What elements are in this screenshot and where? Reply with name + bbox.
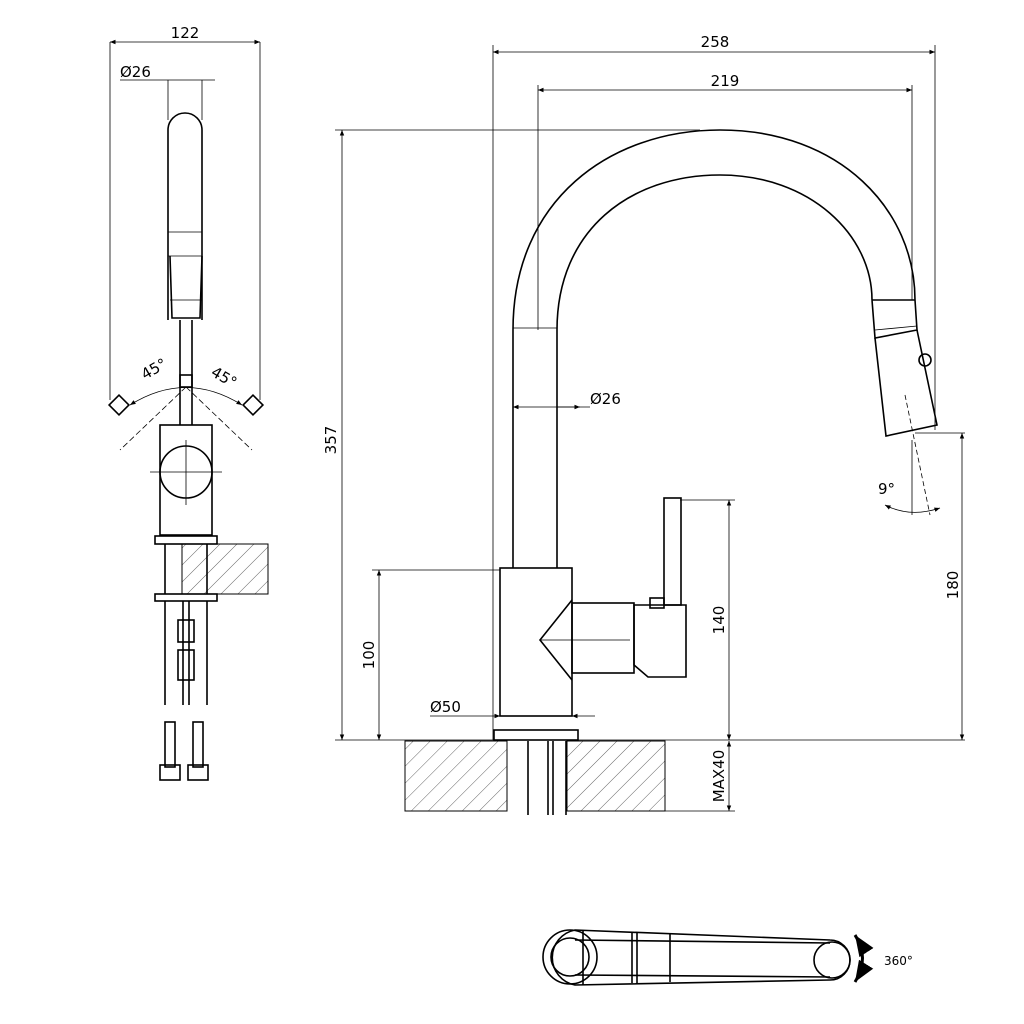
side-width-label: 122 [171, 24, 200, 42]
top-view: 360° [542, 929, 913, 986]
max-deck-label: MAX40 [710, 750, 728, 803]
side-diameter-label: Ø26 [120, 63, 151, 81]
height-label: 357 [322, 426, 340, 455]
spout-reach-label: 219 [711, 72, 740, 90]
spray-angle-label: 9° [878, 480, 895, 498]
base-diameter-label: Ø50 [430, 698, 461, 716]
side-angle-left-label: 45° [138, 355, 170, 384]
spout-clearance-label: 180 [944, 571, 962, 600]
overall-width-label: 258 [701, 33, 730, 51]
body-height-label: 100 [360, 641, 378, 670]
side-view: 122 Ø26 45° 45° [107, 24, 269, 781]
rotation-label: 360° [884, 954, 913, 968]
side-angle-right-label: 45° [208, 363, 240, 392]
lever-height-label: 140 [710, 606, 728, 635]
front-view: 258 219 357 9° Ø26 180 [322, 33, 965, 815]
spout-diameter-label: Ø26 [590, 390, 621, 408]
